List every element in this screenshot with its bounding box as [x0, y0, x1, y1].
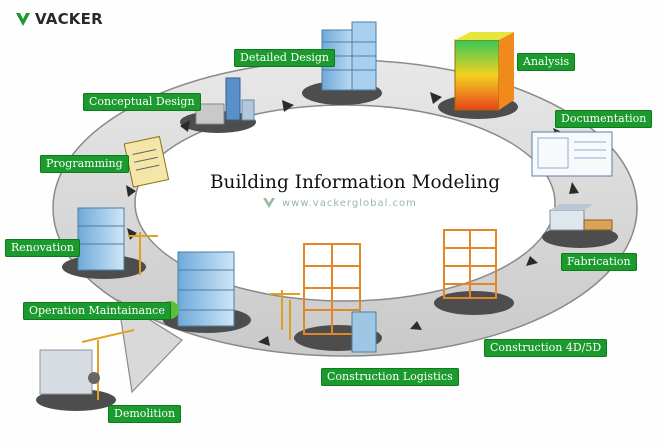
diagram-title: Building Information Modeling — [209, 172, 501, 193]
brand-logo-text: VACKER — [35, 10, 103, 28]
fabrication-illustration — [549, 204, 613, 231]
conceptual-design-illustration — [195, 77, 255, 125]
construction-logistics-illustration — [289, 243, 377, 353]
stage-label-construction-4d5d: Construction 4D/5D — [484, 339, 608, 357]
stage-label-construction-logistics: Construction Logistics — [321, 368, 459, 386]
demolition-illustration — [39, 329, 135, 400]
stage-label-fabrication: Fabrication — [561, 253, 637, 271]
brand-mark-icon — [263, 198, 275, 208]
stage-label-documentation: Documentation — [555, 110, 653, 128]
brand-logo-mark — [16, 13, 30, 26]
analysis-illustration — [454, 32, 514, 111]
documentation-illustration — [531, 131, 613, 177]
brand-logo: VACKER — [14, 10, 103, 28]
programming-illustration — [123, 135, 170, 188]
flow-arrows — [126, 92, 579, 346]
renovation-illustration — [77, 207, 158, 275]
stage-label-operation-maintainance: Operation Maintainance — [23, 302, 171, 320]
stage-label-programming: Programming — [40, 155, 129, 173]
stage-label-analysis: Analysis — [517, 53, 576, 71]
website-url: www.vackerglobal.com — [282, 197, 417, 209]
website-line: www.vackerglobal.com — [262, 196, 417, 210]
stage-label-demolition: Demolition — [108, 405, 182, 423]
stage-label-renovation: Renovation — [5, 239, 80, 257]
stage-label-conceptual-design: Conceptual Design — [83, 93, 201, 111]
construction-4d5d-illustration — [443, 229, 497, 299]
stage-label-detailed-design: Detailed Design — [234, 49, 336, 67]
operation-maintainance-illustration — [161, 251, 300, 330]
